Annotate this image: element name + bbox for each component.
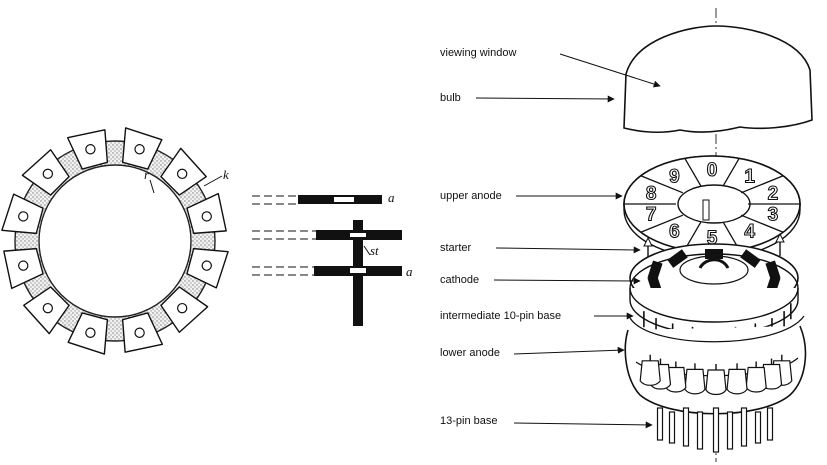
ring-tab <box>121 127 163 170</box>
callout-upper-anode: upper anode <box>440 190 502 202</box>
base-leg <box>726 411 734 450</box>
socket-cup <box>705 369 727 396</box>
leader-r <box>149 179 155 194</box>
ring-tab <box>23 286 70 335</box>
callout-starter: starter <box>440 242 472 254</box>
ring-tab <box>160 147 207 196</box>
socket-cups <box>639 354 793 396</box>
ring-tab <box>160 286 209 333</box>
anode-spoke <box>640 175 684 194</box>
base-legs <box>656 407 774 453</box>
callout-intermediate-base: intermediate 10-pin base <box>440 310 562 322</box>
ring-inner-edge <box>38 164 192 318</box>
cathode-ring-diagram <box>1 127 229 355</box>
base-leg <box>766 407 774 441</box>
anode-spoke <box>722 158 740 187</box>
anode-spoke <box>640 214 684 233</box>
anode-numeral: 3 <box>768 205 779 226</box>
callout-viewing-window: viewing window <box>440 47 517 59</box>
ring-tab <box>186 247 229 289</box>
base-leg <box>740 407 748 447</box>
callout-13-pin-base: 13-pin base <box>440 415 498 427</box>
bulb-dome <box>623 25 813 133</box>
ring-tab <box>21 149 70 196</box>
base-leg <box>696 411 704 450</box>
base-leg <box>668 411 676 444</box>
socket-cup <box>684 368 706 395</box>
cathode-block <box>647 260 663 281</box>
ring-tab <box>67 312 109 355</box>
ring-label-r: r <box>144 167 150 182</box>
anode-spoke <box>684 158 702 187</box>
stippled-ring <box>15 141 215 341</box>
section-label-st: st <box>370 243 379 258</box>
cathode-block <box>765 260 781 281</box>
base-leg <box>712 407 720 453</box>
callout-leaders <box>475 53 661 429</box>
ring-tab <box>121 312 164 353</box>
leader-k <box>203 175 223 187</box>
callout-bulb: bulb <box>440 92 461 104</box>
cathode-block <box>667 249 688 268</box>
section-label-a-bottom: a <box>406 264 413 279</box>
anode-spokes <box>624 158 800 250</box>
ring-tabs <box>1 127 229 355</box>
anode-numeral: 8 <box>646 183 657 204</box>
leader-st <box>363 245 371 256</box>
anode-numeral: 7 <box>646 205 657 226</box>
base-leg <box>754 411 762 444</box>
anode-spoke <box>740 214 784 233</box>
section-label-a-top: a <box>388 190 395 205</box>
ring-outer-edge <box>14 140 216 342</box>
anode-numeral: 2 <box>768 183 779 204</box>
lower-anode-socket <box>624 315 807 415</box>
socket-cup <box>745 366 767 393</box>
anode-spoke <box>740 175 784 194</box>
anode-numeral: 4 <box>744 222 755 243</box>
anode-numeral: 1 <box>744 166 755 187</box>
base-leg <box>656 407 664 441</box>
electrode-section-diagram <box>252 195 402 326</box>
base-leg <box>682 407 690 447</box>
anode-numeral: 0 <box>707 160 718 181</box>
ring-tab <box>1 193 44 235</box>
ring-tab <box>66 129 109 170</box>
ring-tab <box>3 247 44 290</box>
callout-cathode: cathode <box>440 274 480 286</box>
socket-cup <box>726 368 748 395</box>
ring-label-k: k <box>223 167 229 182</box>
callout-lower-anode: lower anode <box>440 347 500 359</box>
socket-cup <box>639 360 661 386</box>
anode-numeral: 6 <box>669 222 680 243</box>
ring-tab <box>186 192 227 235</box>
cathode-block <box>740 249 761 268</box>
anode-numeral: 9 <box>669 166 680 187</box>
